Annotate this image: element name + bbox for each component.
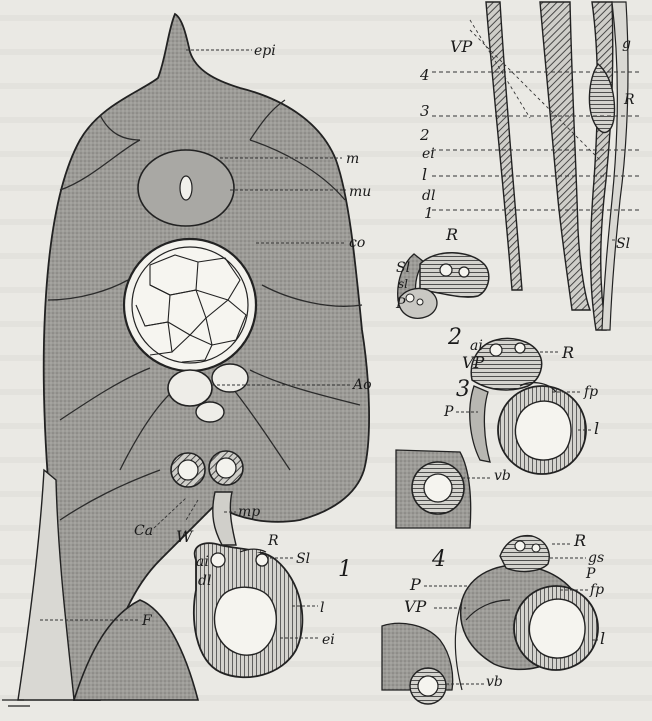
label-2-top: 2 xyxy=(419,126,430,144)
label-vp-3: VP xyxy=(462,353,485,372)
label-p-3: P xyxy=(443,404,454,420)
label-l-1: l xyxy=(320,600,324,616)
label-vp-4: VP xyxy=(404,597,427,616)
label-r-2: R xyxy=(445,225,458,244)
label-co: co xyxy=(349,235,365,251)
label-ca: Ca xyxy=(134,523,153,539)
label-vb-3: vb xyxy=(494,468,511,484)
label-sl-2-lower: sl xyxy=(398,277,408,291)
label-1-top: 1 xyxy=(424,204,434,222)
label-w: W xyxy=(176,527,194,546)
label-vb-4: vb xyxy=(486,674,503,690)
panel-number-4: 4 xyxy=(431,547,446,572)
label-p-4-right: P xyxy=(585,566,596,582)
label-ai-3: ai xyxy=(470,338,483,354)
label-fp-3: fp xyxy=(583,384,598,400)
vessel xyxy=(196,402,224,422)
label-ao: Ao xyxy=(351,377,372,393)
label-ei-top: ei xyxy=(422,146,435,162)
label-p-4-left: P xyxy=(409,575,421,594)
label-l-3: l xyxy=(594,419,599,438)
label-f: F xyxy=(141,613,153,629)
panel-number-3: 3 xyxy=(456,377,470,402)
label-l-4: l xyxy=(600,629,605,648)
vessel xyxy=(212,364,248,392)
label-mp: mp xyxy=(238,504,260,520)
neural-canal xyxy=(180,176,192,200)
label-vp-top: VP xyxy=(450,37,473,56)
label-sl-2-upper: Sl xyxy=(396,260,410,276)
label-fp-4: fp xyxy=(589,582,604,598)
label-r-1: R xyxy=(267,533,279,549)
label-m: m xyxy=(346,151,359,167)
label-l-top: l xyxy=(422,165,427,184)
label-r-top: R xyxy=(623,92,635,108)
label-r-4: R xyxy=(573,531,586,550)
label-ei-1: ei xyxy=(322,632,335,648)
label-ai-1: ai xyxy=(196,554,209,570)
label-sl-1: Sl xyxy=(296,551,310,567)
label-dl-1: dl xyxy=(198,573,211,589)
cardinal-vein-left-lumen xyxy=(178,460,198,480)
cardinal-vein-right-lumen xyxy=(216,458,236,478)
label-g-top: g xyxy=(622,36,631,52)
label-epi: epi xyxy=(254,43,276,59)
label-3-top: 3 xyxy=(420,102,430,120)
label-mu: mu xyxy=(349,184,371,200)
label-r-3: R xyxy=(561,343,574,362)
label-p-2: P xyxy=(395,296,406,312)
label-dl-top: dl xyxy=(422,188,435,204)
panel-number-2: 2 xyxy=(447,325,462,350)
label-sl-top: Sl xyxy=(616,236,630,252)
label-gs-4: gs xyxy=(588,550,604,566)
label-4-top: 4 xyxy=(419,66,430,84)
aorta xyxy=(168,370,212,406)
notochord xyxy=(132,247,248,363)
panel-number-1: 1 xyxy=(338,557,352,582)
